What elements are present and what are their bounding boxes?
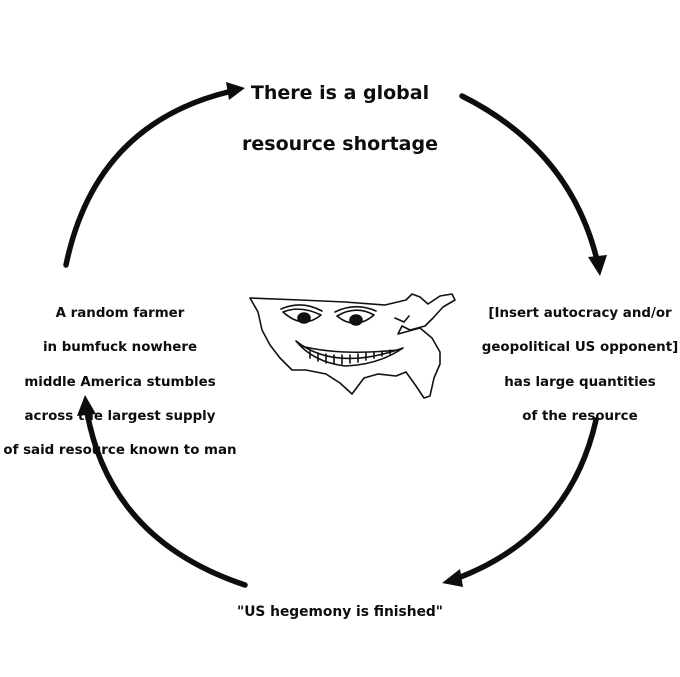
- left-brow: [280, 304, 323, 312]
- node-text-line: of the resource: [522, 409, 638, 425]
- arrowhead-top-to-right: [588, 255, 607, 276]
- arrow-bottom-to-left: [84, 409, 248, 588]
- node-farmer-finds-supply: A random farmer in bumfuck nowhere middl…: [0, 288, 240, 477]
- teeth: [309, 349, 391, 365]
- node-text-line: in bumfuck nowhere: [42, 340, 198, 356]
- node-text-line: of said resource known to man: [3, 443, 237, 459]
- right-brow: [334, 305, 377, 313]
- usa-map-outline: [249, 293, 456, 399]
- great-lakes-line: [394, 315, 410, 323]
- arrowhead-right-to-bottom: [442, 569, 463, 587]
- left-eye: [282, 308, 322, 323]
- arrowhead-bottom-to-left: [77, 395, 96, 416]
- node-us-hegemony-finished: "US hegemony is finished": [195, 586, 485, 639]
- right-pupil: [349, 314, 363, 326]
- node-text-line: middle America stumbles: [24, 374, 216, 390]
- node-text-line: across the largest supply: [24, 409, 216, 425]
- teeth-line: [300, 345, 399, 354]
- node-text-line: [Insert autocracy and/or: [488, 306, 672, 322]
- node-opponent-has-resource: [Insert autocracy and/or geopolitical US…: [452, 288, 680, 442]
- node-text-line: "US hegemony is finished": [237, 603, 443, 620]
- left-pupil: [297, 312, 311, 324]
- node-text-line: A random farmer: [55, 306, 185, 322]
- arrowhead-left-to-top: [226, 82, 245, 100]
- node-text-line: has large quantities: [504, 374, 656, 390]
- node-text-line: resource shortage: [242, 132, 438, 155]
- smile: [295, 340, 404, 367]
- node-text-line: There is a global: [250, 81, 430, 104]
- arrow-left-to-top: [63, 89, 231, 268]
- node-text-line: geopolitical US opponent]: [481, 340, 679, 356]
- arrow-top-to-right: [459, 93, 600, 263]
- arrow-right-to-bottom: [455, 417, 599, 581]
- right-eye: [336, 309, 375, 325]
- node-global-resource-shortage: There is a global resource shortage: [190, 55, 490, 183]
- smiling-usa-map-drawing: [249, 293, 456, 399]
